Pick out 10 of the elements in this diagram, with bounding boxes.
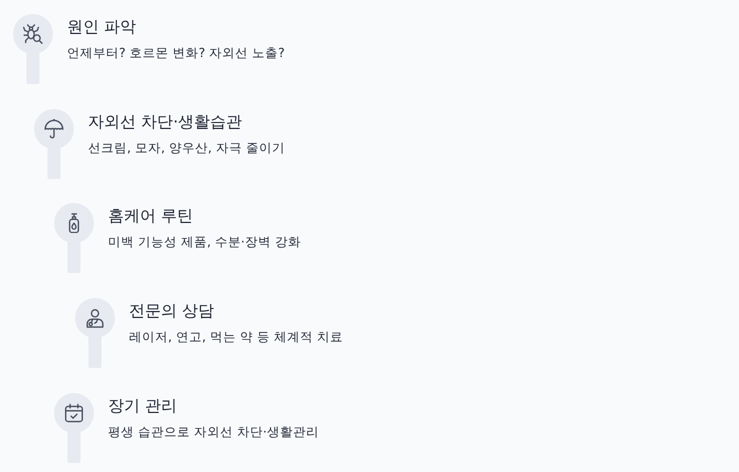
step-title: 장기 관리 <box>108 396 178 416</box>
step-description: 평생 습관으로 자외선 차단·생활관리 <box>108 423 319 441</box>
step-title: 자외선 차단·생활습관 <box>88 112 242 132</box>
step-title: 원인 파악 <box>67 17 136 37</box>
step-description: 미백 기능성 제품, 수분·장벽 강화 <box>108 233 301 251</box>
step-description: 언제부터? 호르몬 변화? 자외선 노출? <box>67 44 285 62</box>
step-description: 레이저, 연고, 먹는 약 등 체계적 치료 <box>129 328 343 346</box>
step-description: 선크림, 모자, 양우산, 자극 줄이기 <box>88 139 285 157</box>
step-title: 홈케어 루틴 <box>108 206 194 226</box>
step-title: 전문의 상담 <box>129 301 214 321</box>
